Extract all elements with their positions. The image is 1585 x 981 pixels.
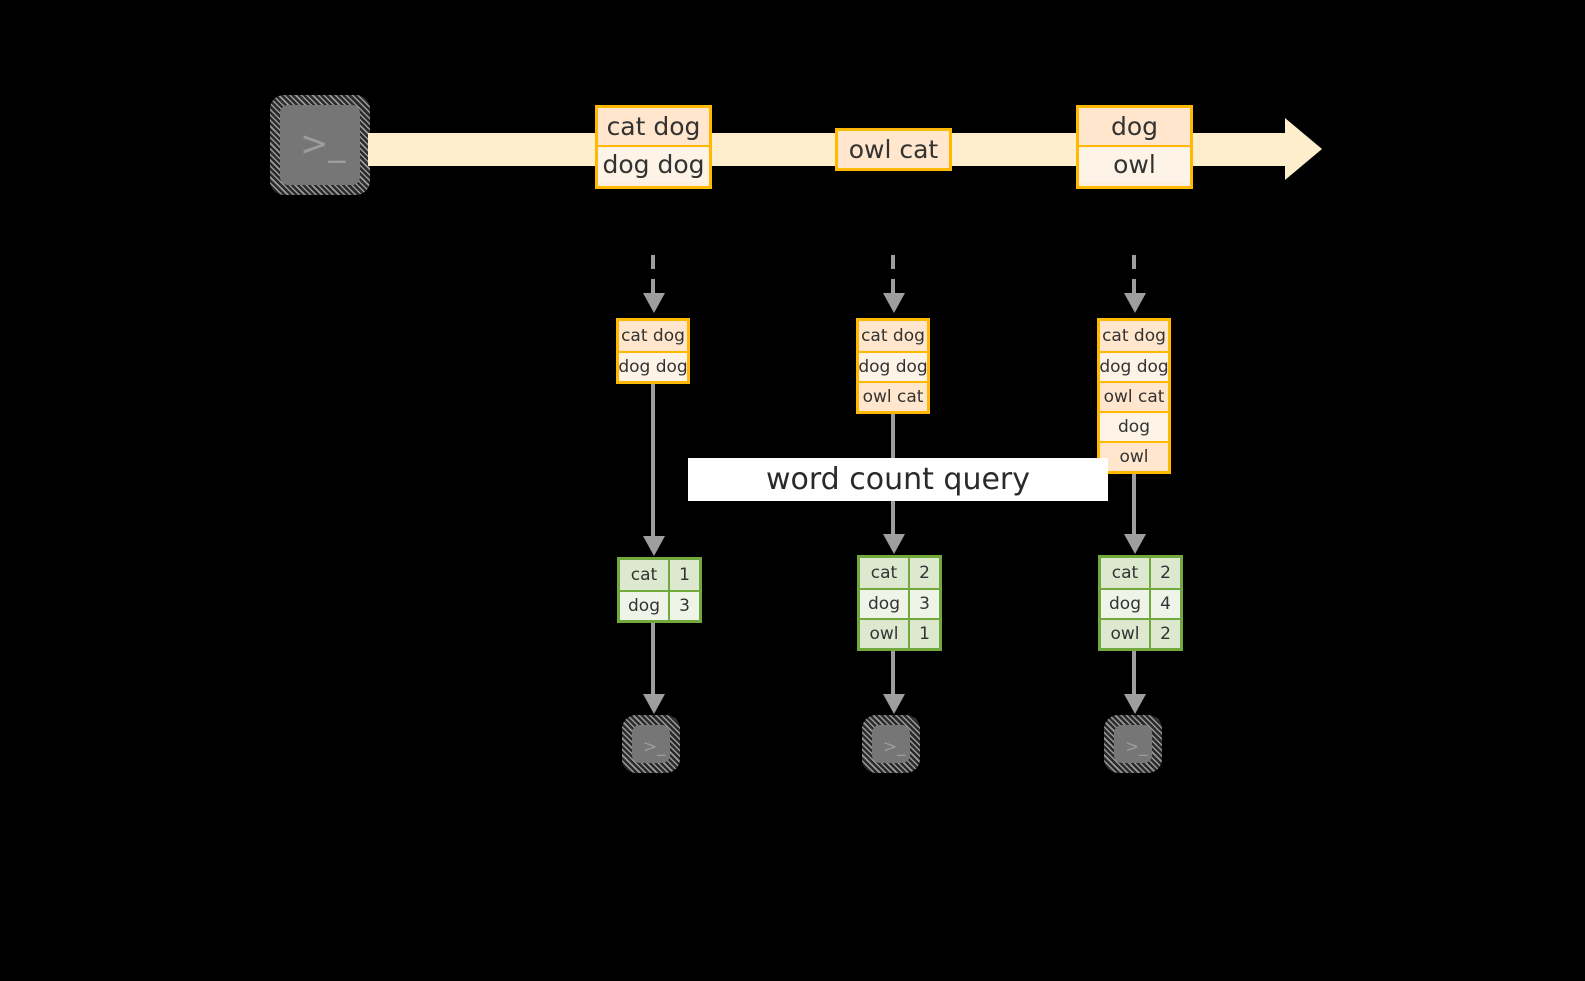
- batch-3-sink-terminal: >_: [1104, 715, 1162, 773]
- table-row: dog 3: [620, 590, 699, 620]
- result-word: cat: [620, 560, 668, 590]
- result-word: dog: [860, 590, 908, 618]
- batch-2-input-line: cat dog: [859, 321, 927, 351]
- batch-3-sink-line: [1132, 650, 1136, 696]
- batch-2-input-box: cat dog dog dog owl cat: [856, 318, 930, 414]
- batch-1-trigger-arrowhead-icon: [643, 293, 665, 313]
- table-row: cat 2: [1101, 558, 1180, 588]
- result-count: 1: [908, 620, 939, 648]
- terminal-face: [632, 725, 670, 763]
- result-word: dog: [1101, 590, 1149, 618]
- result-word: owl: [1101, 620, 1149, 648]
- batch-1-sink-line: [651, 622, 655, 696]
- stream-message-group-2: owl cat: [835, 128, 952, 171]
- batch-3-result-table: cat 2 dog 4 owl 2: [1098, 555, 1183, 651]
- table-row: cat 2: [860, 558, 939, 588]
- table-row: dog 3: [860, 588, 939, 618]
- batch-2-sink-terminal: >_: [862, 715, 920, 773]
- terminal-face: [1114, 725, 1152, 763]
- batch-3-input-line: dog: [1100, 411, 1168, 441]
- stream-message-line: owl cat: [838, 131, 949, 168]
- table-row: cat 1: [620, 560, 699, 590]
- result-count: 2: [908, 558, 939, 588]
- query-banner: word count query: [688, 458, 1108, 501]
- batch-3-input-line: owl cat: [1100, 381, 1168, 411]
- result-count: 1: [668, 560, 699, 590]
- batch-3-query-arrowhead-icon: [1124, 534, 1146, 554]
- batch-1-result-table: cat 1 dog 3: [617, 557, 702, 623]
- batch-1-input-box: cat dog dog dog: [616, 318, 690, 384]
- result-word: owl: [860, 620, 908, 648]
- stream-message-line: dog: [1079, 108, 1190, 145]
- batch-1-trigger-line: [651, 255, 655, 295]
- table-row: owl 2: [1101, 618, 1180, 648]
- batch-3-sink-arrowhead-icon: [1124, 694, 1146, 714]
- result-count: 2: [1149, 620, 1180, 648]
- batch-2-query-arrowhead-icon: [883, 534, 905, 554]
- batch-2-result-table: cat 2 dog 3 owl 1: [857, 555, 942, 651]
- batch-1-query-arrowhead-icon: [643, 536, 665, 556]
- batch-2-sink-line: [891, 650, 895, 696]
- source-terminal: >_: [270, 95, 370, 195]
- batch-2-trigger-line: [891, 255, 895, 295]
- batch-3-query-line: [1132, 474, 1136, 536]
- terminal-prompt-icon: >_: [1125, 737, 1148, 757]
- table-row: owl 1: [860, 618, 939, 648]
- terminal-prompt-icon: >_: [300, 124, 346, 164]
- result-word: dog: [620, 592, 668, 620]
- result-count: 3: [668, 592, 699, 620]
- batch-1-input-line: dog dog: [618, 351, 688, 381]
- terminal-face: [280, 105, 360, 185]
- batch-1-sink-terminal: >_: [622, 715, 680, 773]
- batch-3-input-box: cat dog dog dog owl cat dog owl: [1097, 318, 1171, 474]
- batch-1-query-line: [651, 384, 655, 538]
- batch-3-input-line: dog dog: [1099, 351, 1169, 381]
- batch-3-input-line: owl: [1100, 441, 1168, 471]
- batch-3-trigger-line: [1132, 255, 1136, 295]
- stream-message-group-3: dog owl: [1076, 105, 1193, 189]
- table-row: dog 4: [1101, 588, 1180, 618]
- batch-1-input-line: cat dog: [619, 321, 687, 351]
- batch-2-input-line: dog dog: [858, 351, 928, 381]
- result-word: cat: [860, 558, 908, 588]
- batch-3-trigger-arrowhead-icon: [1124, 293, 1146, 313]
- query-banner-label: word count query: [765, 462, 1031, 497]
- stream-message-line: owl: [1079, 145, 1190, 182]
- stream-message-line: cat dog: [598, 108, 709, 145]
- terminal-prompt-icon: >_: [883, 737, 906, 757]
- result-count: 3: [908, 590, 939, 618]
- result-word: cat: [1101, 558, 1149, 588]
- batch-2-sink-arrowhead-icon: [883, 694, 905, 714]
- stream-message-line: dog dog: [598, 145, 709, 182]
- batch-1-sink-arrowhead-icon: [643, 694, 665, 714]
- stream-arrowhead-icon: [1285, 118, 1322, 180]
- batch-2-input-line: owl cat: [859, 381, 927, 411]
- result-count: 4: [1149, 590, 1180, 618]
- stream-message-group-1: cat dog dog dog: [595, 105, 712, 189]
- terminal-prompt-icon: >_: [643, 737, 666, 757]
- batch-3-input-line: cat dog: [1100, 321, 1168, 351]
- result-count: 2: [1149, 558, 1180, 588]
- batch-2-trigger-arrowhead-icon: [883, 293, 905, 313]
- terminal-face: [872, 725, 910, 763]
